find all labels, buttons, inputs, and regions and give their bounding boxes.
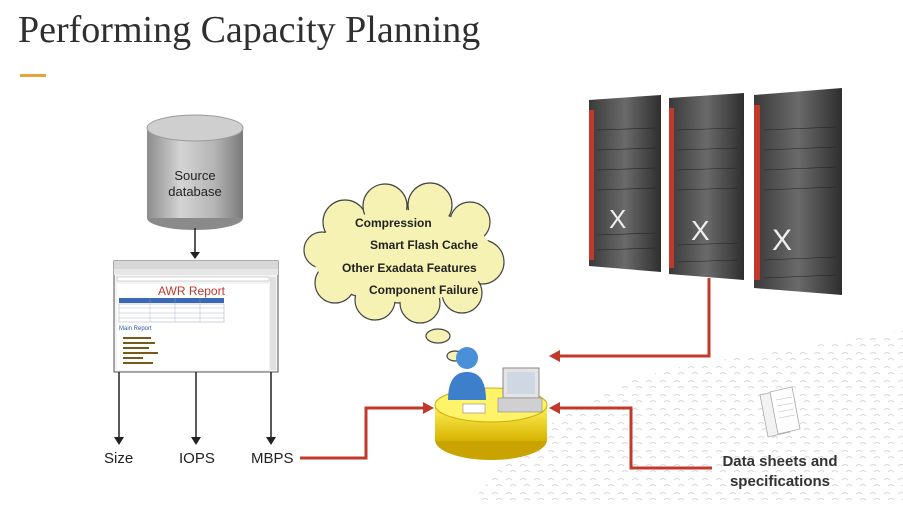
exadata-rack-2: X — [669, 93, 744, 280]
metric-iops: IOPS — [179, 450, 215, 467]
source-database-label: Source database — [145, 168, 245, 200]
arrow-head — [190, 252, 200, 259]
awr-main-report-label: Main Report — [119, 326, 152, 332]
arrow-head-racks — [549, 350, 560, 362]
thought-item-component-failure: Component Failure — [369, 283, 479, 297]
thought-item-smart-flash-cache: Smart Flash Cache — [370, 238, 479, 252]
texture-background — [470, 330, 903, 505]
data-sheets-icon — [759, 386, 801, 438]
title-accent-bar — [20, 74, 46, 77]
planner-workstation — [434, 347, 548, 460]
arrow-head-datasheets — [549, 402, 560, 414]
red-arrows — [300, 278, 712, 470]
exadata-rack-1: X — [589, 95, 661, 272]
thought-item-other-features: Other Exadata Features — [342, 261, 477, 275]
datasheets-label: Data sheets and specifications — [705, 452, 855, 492]
exadata-rack-3: X — [754, 88, 842, 295]
arrow-head-metrics — [423, 402, 434, 414]
awr-report-window — [113, 260, 279, 373]
datasheets-line1: Data sheets and — [722, 453, 838, 470]
thought-item-compression: Compression — [355, 216, 432, 230]
metric-mbps: MBPS — [251, 450, 294, 467]
source-database-cylinder — [146, 114, 244, 230]
awr-report-title: AWR Report — [158, 284, 225, 298]
svg-text:X: X — [609, 204, 626, 234]
datasheets-line2: specifications — [729, 473, 831, 490]
arrows-awr-to-metrics — [118, 372, 272, 438]
page-title: Performing Capacity Planning — [18, 9, 481, 51]
svg-text:X: X — [691, 215, 710, 246]
source-database-line1: Source — [174, 168, 216, 183]
metric-size: Size — [104, 450, 134, 467]
source-database-line2: database — [168, 184, 222, 199]
svg-text:X: X — [772, 224, 792, 257]
